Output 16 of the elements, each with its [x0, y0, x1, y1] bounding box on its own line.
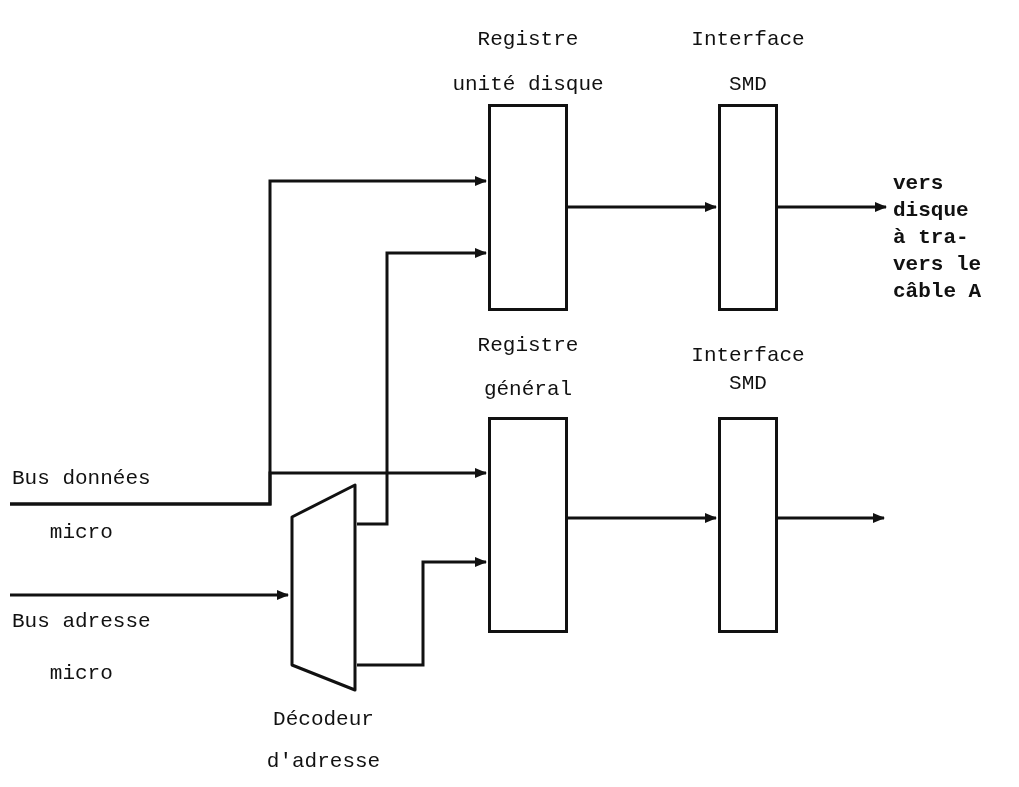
- block-label: Registre général: [476, 333, 580, 403]
- block-label: Registre unité disque: [452, 27, 604, 98]
- arrow: [10, 468, 487, 506]
- signal-label: Bus données micro: [12, 452, 151, 560]
- arrow: [568, 202, 717, 212]
- arrow: [357, 557, 487, 667]
- block-label: Interface SMD: [691, 343, 805, 397]
- signal-label: vers disque à tra- vers le câble A: [893, 170, 988, 305]
- arrow: [568, 513, 717, 523]
- block-label: Décodeur d'adresse: [266, 707, 381, 775]
- arrow: [778, 513, 885, 523]
- signal-label: Bus adresse micro: [12, 596, 151, 700]
- arrow: [10, 590, 289, 600]
- arrow: [778, 202, 887, 212]
- block-label: Interface SMD: [691, 27, 805, 98]
- arrow: [357, 248, 487, 526]
